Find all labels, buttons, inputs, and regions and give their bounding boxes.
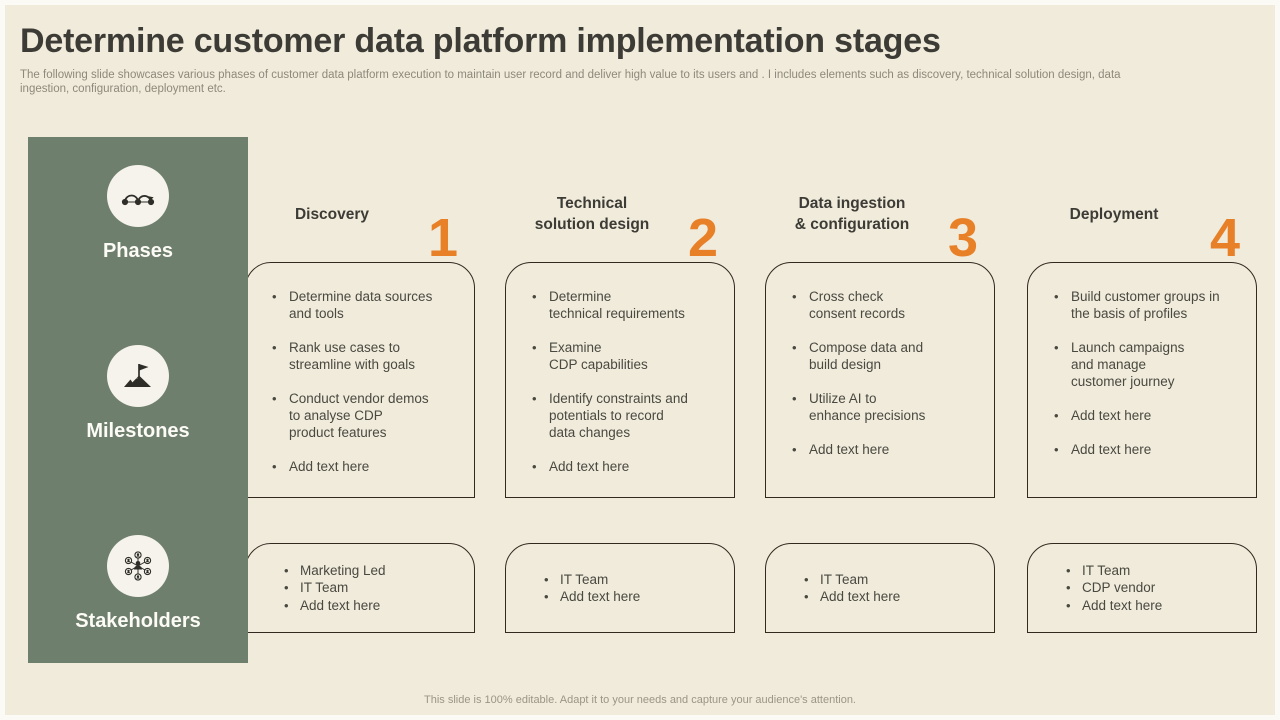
row-labels-sidebar: Phases Milestones xyxy=(28,137,248,663)
stakeholders-list: IT Team Add text here xyxy=(766,571,994,606)
phases-icon-circle xyxy=(107,165,169,227)
milestone-item: Examine CDP capabilities xyxy=(528,339,724,373)
milestone-item: Add text here xyxy=(1050,407,1246,424)
stage-number: 3 xyxy=(947,208,978,268)
sidebar-row-phases: Phases xyxy=(28,165,248,263)
stakeholders-list: IT Team CDP vendor Add text here xyxy=(1028,562,1256,615)
process-steps-icon xyxy=(121,194,155,206)
stakeholder-item: Marketing Led xyxy=(280,562,466,580)
sidebar-label-phases: Phases xyxy=(102,240,174,262)
stakeholder-item: Add text here xyxy=(800,588,986,606)
milestone-item: Rank use cases to streamline with goals xyxy=(268,339,464,373)
stakeholder-item: IT Team xyxy=(280,579,466,597)
column-title: Technical solution design xyxy=(534,195,650,233)
milestones-box: Cross check consent records Compose data… xyxy=(765,262,995,498)
milestones-list: Determine data sources and tools Rank us… xyxy=(246,263,474,475)
sidebar-row-stakeholders: Stakeholders xyxy=(28,535,248,633)
milestone-item: Identify constraints and potentials to r… xyxy=(528,390,724,441)
stakeholder-item: Add text here xyxy=(540,588,726,606)
milestone-item: Add text here xyxy=(1050,441,1246,458)
page-subtitle: The following slide showcases various ph… xyxy=(20,69,1121,95)
stakeholders-box: Marketing Led IT Team Add text here xyxy=(245,543,475,633)
stakeholder-network-icon xyxy=(124,551,152,581)
milestone-item: Conduct vendor demos to analyse CDP prod… xyxy=(268,390,464,441)
stage-column-discovery: Discovery 1 Determine data sources and t… xyxy=(245,0,475,720)
stage-column-deployment: Deployment 4 Build customer groups in th… xyxy=(1027,0,1257,720)
footer-note: This slide is 100% editable. Adapt it to… xyxy=(424,694,856,706)
milestone-item: Add text here xyxy=(788,441,984,458)
sidebar-label-stakeholders: Stakeholders xyxy=(75,610,201,632)
milestones-list: Determine technical requirements Examine… xyxy=(506,263,734,475)
stakeholders-list: Marketing Led IT Team Add text here xyxy=(246,562,474,615)
milestone-item: Utilize AI to enhance precisions xyxy=(788,390,984,424)
stakeholder-item: IT Team xyxy=(800,571,986,589)
milestone-item: Cross check consent records xyxy=(788,288,984,322)
milestone-item: Determine data sources and tools xyxy=(268,288,464,322)
sidebar-label-milestones: Milestones xyxy=(86,420,190,442)
stakeholders-list: IT Team Add text here xyxy=(506,571,734,606)
milestones-list: Build customer groups in the basis of pr… xyxy=(1028,263,1256,458)
milestone-item: Add text here xyxy=(528,458,724,475)
sidebar-row-milestones: Milestones xyxy=(28,345,248,443)
milestone-flag-icon xyxy=(124,364,151,387)
milestones-box: Build customer groups in the basis of pr… xyxy=(1027,262,1257,498)
column-title: Data ingestion & configuration xyxy=(794,195,910,233)
page-title: Determine customer data platform impleme… xyxy=(20,22,941,60)
milestone-item: Add text here xyxy=(268,458,464,475)
stakeholder-item: IT Team xyxy=(1062,562,1248,580)
milestones-icon-circle xyxy=(107,345,169,407)
stakeholder-item: Add text here xyxy=(280,597,466,615)
stakeholder-item: CDP vendor xyxy=(1062,579,1248,597)
stakeholders-box: IT Team CDP vendor Add text here xyxy=(1027,543,1257,633)
milestone-item: Compose data and build design xyxy=(788,339,984,373)
stakeholders-box: IT Team Add text here xyxy=(505,543,735,633)
column-title: Deployment xyxy=(1069,205,1159,223)
stakeholders-icon-circle xyxy=(107,535,169,597)
milestones-list: Cross check consent records Compose data… xyxy=(766,263,994,458)
stakeholders-box: IT Team Add text here xyxy=(765,543,995,633)
milestone-item: Launch campaigns and manage customer jou… xyxy=(1050,339,1246,390)
milestone-item: Determine technical requirements xyxy=(528,288,724,322)
stage-number: 4 xyxy=(1209,208,1240,268)
stage-number: 1 xyxy=(427,208,458,268)
milestones-box: Determine technical requirements Examine… xyxy=(505,262,735,498)
stage-column-data-ingestion-configuration: Data ingestion & configuration 3 Cross c… xyxy=(765,0,995,720)
milestones-box: Determine data sources and tools Rank us… xyxy=(245,262,475,498)
stage-column-technical-solution-design: Technical solution design 2 Determine te… xyxy=(505,0,735,720)
milestone-item: Build customer groups in the basis of pr… xyxy=(1050,288,1246,322)
column-title: Discovery xyxy=(294,205,370,223)
stakeholder-item: IT Team xyxy=(540,571,726,589)
stakeholder-item: Add text here xyxy=(1062,597,1248,615)
stage-number: 2 xyxy=(687,208,718,268)
